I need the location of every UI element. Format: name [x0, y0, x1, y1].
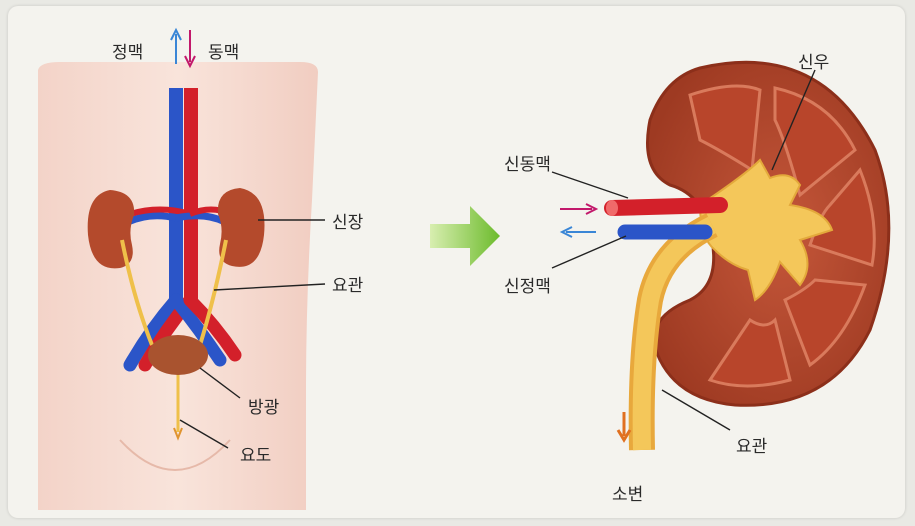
transition-arrow-icon [430, 206, 500, 266]
ureter-left-label: 요관 [332, 271, 363, 296]
vein-label: 정맥 [112, 38, 143, 63]
renal-vein-leader [552, 236, 626, 268]
urine-label: 소변 [612, 480, 643, 505]
renal-vein-label: 신정맥 [504, 272, 551, 297]
urethra-label: 요도 [240, 441, 271, 466]
renal-artery-label: 신동맥 [504, 150, 551, 175]
kidney-cross-section [606, 62, 889, 450]
renal-pelvis-label: 신우 [798, 48, 829, 73]
aorta [184, 88, 198, 303]
kidney-label: 신장 [332, 208, 363, 233]
renal-artery-opening [606, 200, 618, 216]
vessel-legend [171, 30, 195, 66]
vena-cava [169, 88, 183, 303]
renal-artery-leader [552, 172, 628, 198]
bladder-shape [148, 335, 208, 375]
renal-artery [612, 205, 720, 208]
ureter-right-label: 요관 [736, 432, 767, 457]
bladder-label: 방광 [248, 393, 279, 418]
artery-label: 동맥 [208, 38, 239, 63]
